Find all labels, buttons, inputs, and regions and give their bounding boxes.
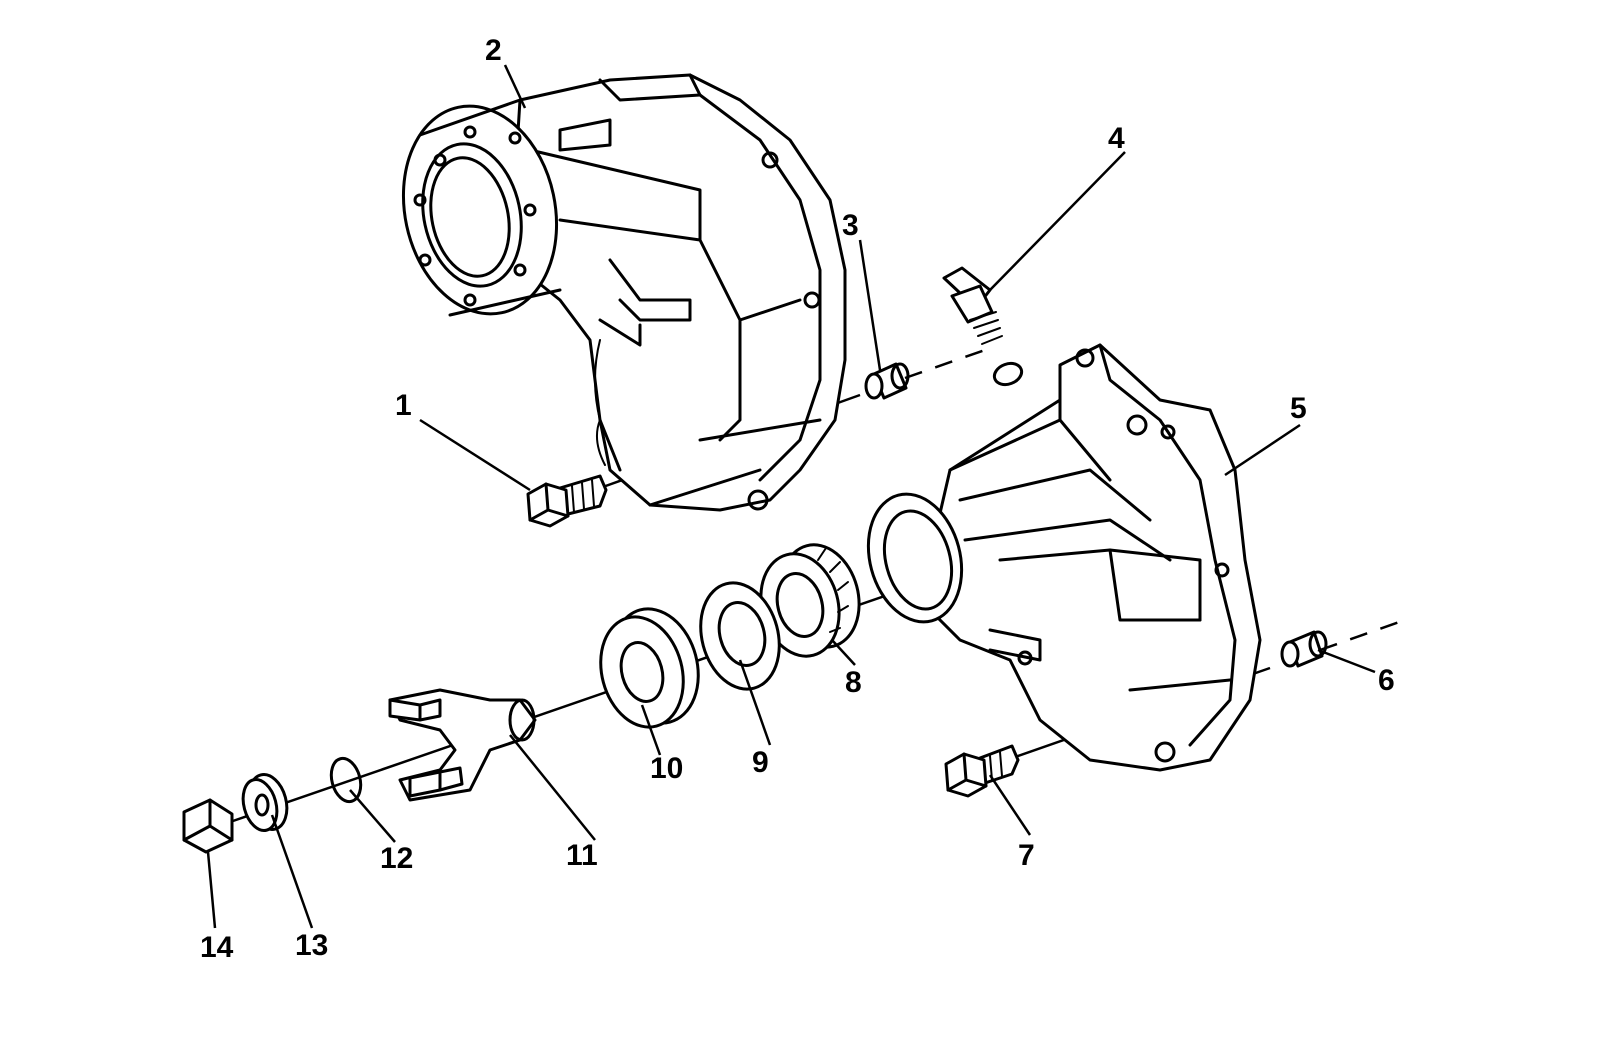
callout-5: 5 — [1290, 392, 1307, 425]
part-4-sensor — [942, 266, 1024, 387]
callout-8: 8 — [845, 666, 862, 699]
part-9-washer — [699, 581, 781, 691]
callout-12: 12 — [380, 842, 413, 875]
callout-1: 1 — [395, 389, 412, 422]
part-13-washer — [241, 773, 289, 832]
part-3-dowel — [864, 362, 910, 400]
callout-10: 10 — [650, 752, 683, 785]
part-11-yoke — [388, 688, 537, 802]
part-7-bolt — [944, 744, 1020, 798]
callout-2: 2 — [485, 34, 502, 67]
callout-11: 11 — [566, 839, 598, 872]
callout-labels: 1 2 3 4 5 6 7 8 9 10 11 12 13 14 — [200, 34, 1395, 964]
leader-lines — [206, 64, 1376, 929]
part-14-nut — [182, 798, 234, 854]
callout-3: 3 — [842, 209, 859, 242]
part-2-housing — [401, 73, 847, 512]
part-6-dowel — [1280, 630, 1328, 668]
part-1-bolt — [526, 474, 608, 528]
callout-4: 4 — [1108, 122, 1125, 155]
callout-7: 7 — [1018, 839, 1035, 872]
part-12-o-ring — [329, 756, 363, 804]
callout-13: 13 — [295, 929, 328, 962]
part-10-seal — [599, 607, 700, 729]
callout-6: 6 — [1378, 664, 1395, 697]
part-8-bearing — [759, 543, 861, 658]
part-5-housing — [866, 343, 1262, 772]
callout-14: 14 — [200, 931, 234, 964]
callout-9: 9 — [752, 746, 769, 779]
